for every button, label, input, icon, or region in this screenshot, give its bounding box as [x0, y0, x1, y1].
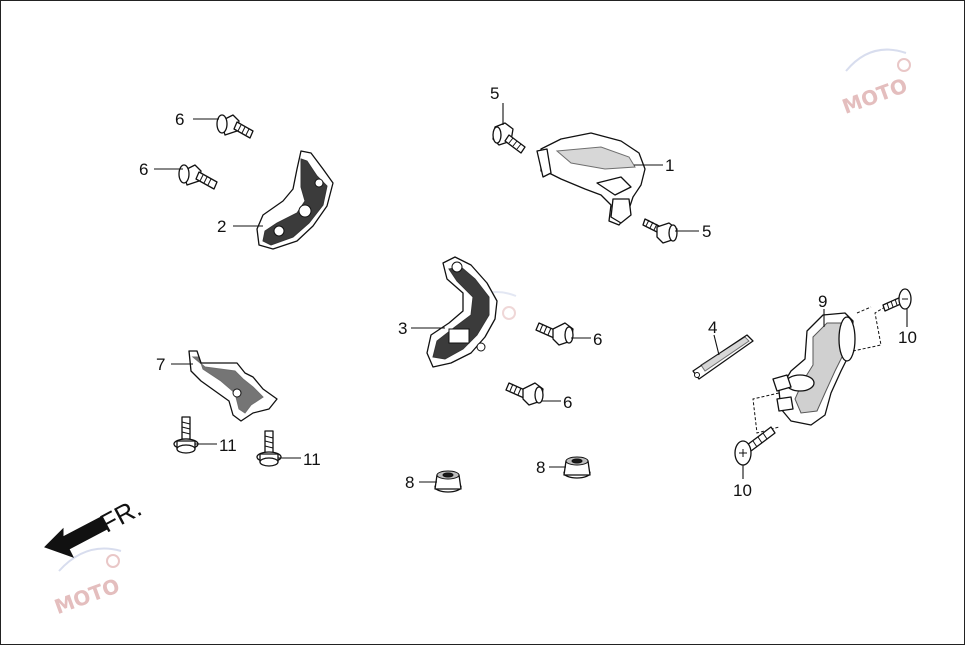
- front-direction-arrow: [44, 516, 108, 558]
- assembly-line-lower: [752, 392, 780, 434]
- callout-9: 9: [818, 292, 827, 311]
- part-2-bracket: [256, 150, 334, 250]
- callout-4: 4: [708, 318, 717, 337]
- callout-11a: 11: [219, 436, 237, 455]
- part-9-housing: [772, 312, 856, 426]
- watermark-bottom-left: MOTO: [51, 547, 123, 619]
- callout-11b: 11: [303, 450, 321, 469]
- callout-2: 2: [217, 217, 226, 236]
- assembly-line-upper: [852, 306, 886, 352]
- bolt-6-upper-a: [216, 114, 254, 139]
- callout-1: 1: [665, 156, 674, 175]
- callout-5a: 5: [490, 84, 499, 103]
- bolt-6-center-a: [535, 322, 574, 346]
- bolt-6-center-b: [505, 382, 544, 406]
- callout-5b: 5: [702, 222, 711, 241]
- bolt-6-upper-b: [178, 164, 218, 190]
- part-1-cover: [536, 132, 646, 226]
- bolt-11-b: [256, 430, 282, 467]
- callout-8a: 8: [405, 473, 414, 492]
- grommet-8-b: [563, 456, 591, 479]
- screw-10-upper: [882, 288, 912, 312]
- callout-6d: 6: [563, 393, 572, 412]
- callout-3: 3: [398, 319, 407, 338]
- watermark-text: MOTO: [51, 573, 123, 619]
- screw-10-lower: [734, 426, 776, 466]
- callout-8b: 8: [536, 458, 545, 477]
- callout-6c: 6: [593, 330, 602, 349]
- callout-10a: 10: [898, 328, 917, 347]
- part-7-bracket: [188, 350, 278, 422]
- bolt-11-a: [173, 416, 199, 454]
- callout-7: 7: [156, 355, 165, 374]
- callout-6a: 6: [175, 110, 184, 129]
- part-3-bracket: [426, 256, 498, 368]
- grommet-8-a: [434, 470, 462, 493]
- bolt-5-right: [642, 218, 678, 244]
- bolt-5-top: [492, 122, 526, 154]
- part-4-band: [692, 334, 754, 380]
- watermark-text: MOTO: [839, 73, 911, 119]
- assembly-line-upper-b: [856, 306, 872, 314]
- leader-4: [713, 334, 720, 356]
- callout-6b: 6: [139, 160, 148, 179]
- callout-10b: 10: [733, 481, 752, 500]
- watermark-top-right: MOTO: [839, 48, 911, 119]
